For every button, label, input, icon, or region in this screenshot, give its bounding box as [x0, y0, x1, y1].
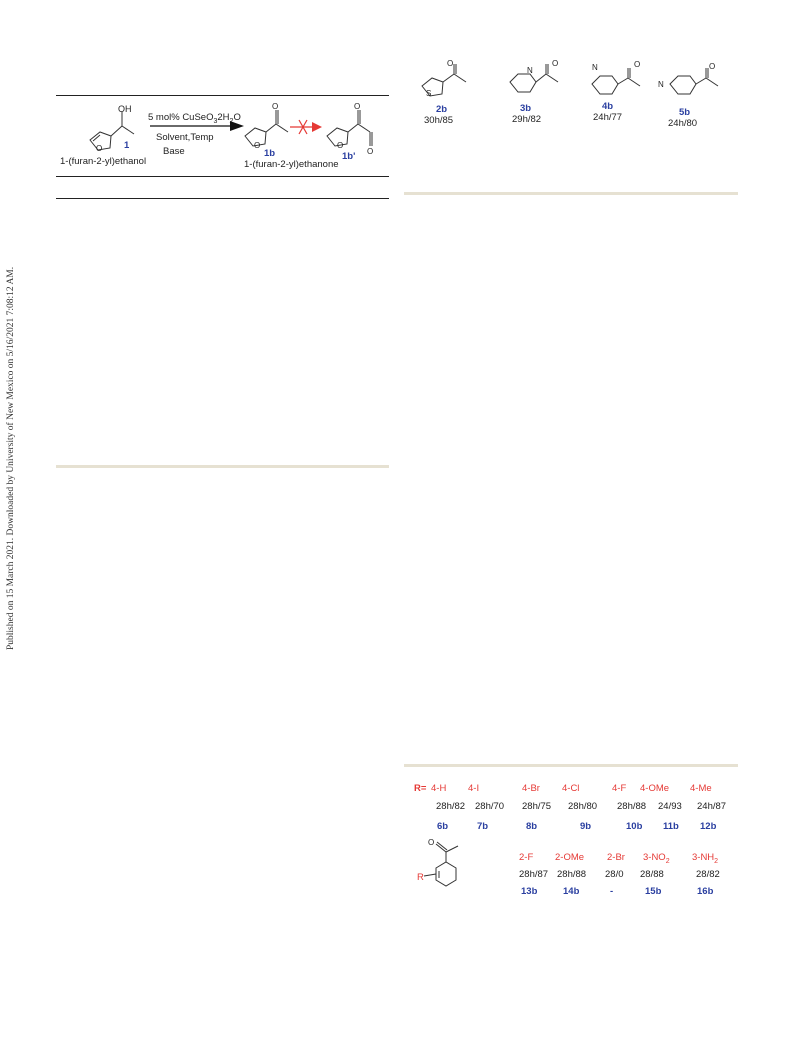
sub-4-I: 4-I: [468, 783, 480, 794]
id-8b: 8b: [526, 821, 538, 832]
sub-4-OMe: 4-OMe: [640, 783, 670, 794]
product-number: 1b: [264, 148, 276, 159]
left-section-divider: [56, 465, 389, 468]
id-15b: 15b: [645, 886, 662, 897]
result-15b: 28/88: [640, 869, 664, 880]
thiophene-s: S: [426, 89, 432, 98]
product-2b-result: 30h/85: [424, 115, 454, 126]
id-16b: 16b: [697, 886, 714, 897]
reactant-ring-o: O: [96, 144, 103, 153]
side-product-structure: [326, 110, 373, 147]
sub-3-NH2: 3-NH2: [692, 852, 719, 865]
id-13b: 13b: [521, 886, 538, 897]
product-carbonyl-o: O: [272, 102, 279, 111]
pyridine-3-o: O: [634, 60, 641, 69]
result-2-Br: 28/0: [605, 869, 624, 880]
sub-4-H: 4-H: [431, 783, 447, 794]
sub-4-F: 4-F: [612, 783, 627, 794]
reactant-oh-label: OH: [118, 104, 132, 114]
id-9b: 9b: [580, 821, 592, 832]
r-equals-label: R=: [414, 783, 427, 794]
thiophene-o: O: [447, 59, 454, 68]
product-5b-result: 24h/80: [668, 118, 698, 129]
scheme-top-rule: [56, 95, 389, 96]
side-product-o2: O: [367, 147, 374, 156]
result-7b: 28h/70: [475, 801, 505, 812]
result-12b: 24h/87: [697, 801, 727, 812]
product-3b-result: 29h/82: [512, 114, 542, 125]
condition-solvent: Solvent,Temp: [156, 132, 214, 143]
result-14b: 28h/88: [557, 869, 587, 880]
product-name: 1-(furan-2-yl)ethanone: [244, 159, 339, 170]
result-13b: 28h/87: [519, 869, 549, 880]
side-product-o1: O: [354, 102, 361, 111]
pyridine-4-structure: [669, 68, 719, 95]
right-top-divider: [404, 192, 738, 195]
pyridine-2-o: O: [552, 59, 559, 68]
acetophenone-structure: [423, 841, 459, 887]
condition-catalyst: 5 mol% CuSeO32H2O: [148, 112, 241, 125]
product-1b-structure: [244, 110, 289, 147]
right-table-divider: [404, 764, 738, 767]
pyridine-2-structure: [509, 64, 559, 93]
product-4b-id: 4b: [602, 101, 614, 112]
crossed-arrow-icon: [290, 119, 322, 135]
product-4b-result: 24h/77: [593, 112, 623, 123]
side-product-number: 1b': [342, 151, 356, 162]
pyridine-2-n: N: [527, 66, 533, 75]
id-10b: 10b: [626, 821, 643, 832]
pyridine-3-n: N: [592, 63, 598, 72]
product-5b-id: 5b: [679, 107, 691, 118]
sub-2-F: 2-F: [519, 852, 534, 863]
id-12b: 12b: [700, 821, 717, 832]
condition-base: Base: [163, 146, 185, 157]
id-6b: 6b: [437, 821, 449, 832]
thiophene-structure: [421, 64, 467, 97]
reactant-number: 1: [124, 140, 130, 151]
id-2-Br-dash: -: [610, 886, 614, 897]
result-9b: 28h/80: [568, 801, 598, 812]
product-3b-id: 3b: [520, 103, 532, 114]
scheme-middle-rule: [56, 176, 389, 177]
side-publication-note: Published on 15 March 2021. Downloaded b…: [6, 190, 20, 650]
product-2b-id: 2b: [436, 104, 448, 115]
sub-2-Br: 2-Br: [607, 852, 625, 863]
side-product-ring-o: O: [337, 141, 344, 150]
sub-3-NO2: 3-NO2: [643, 852, 670, 865]
reactant-name: 1-(furan-2-yl)ethanol: [60, 156, 147, 167]
id-14b: 14b: [563, 886, 580, 897]
id-11b: 11b: [663, 821, 679, 832]
pyridine-3-structure: [591, 68, 641, 95]
id-7b: 7b: [477, 821, 489, 832]
sub-4-Br: 4-Br: [522, 783, 540, 794]
scheme-bottom-rule: [56, 198, 389, 199]
reactant-structure: [89, 112, 135, 151]
acetophenone-o: O: [428, 838, 435, 847]
pyridine-4-n: N: [658, 80, 664, 89]
side-note-text: Published on 15 March 2021. Downloaded b…: [6, 266, 16, 650]
result-16b: 28/82: [696, 869, 720, 880]
reaction-arrow: [150, 121, 244, 131]
product-ring-o: O: [254, 141, 261, 150]
result-8b: 28h/75: [522, 801, 552, 812]
sub-4-Me: 4-Me: [690, 783, 712, 794]
result-11b: 24/93: [658, 801, 682, 812]
result-10b: 28h/88: [617, 801, 647, 812]
ring-r-label: R: [417, 872, 424, 883]
sub-4-Cl: 4-Cl: [562, 783, 580, 794]
result-6b: 28h/82: [436, 801, 466, 812]
sub-2-OMe: 2-OMe: [555, 852, 585, 863]
pyridine-4-o: O: [709, 62, 716, 71]
